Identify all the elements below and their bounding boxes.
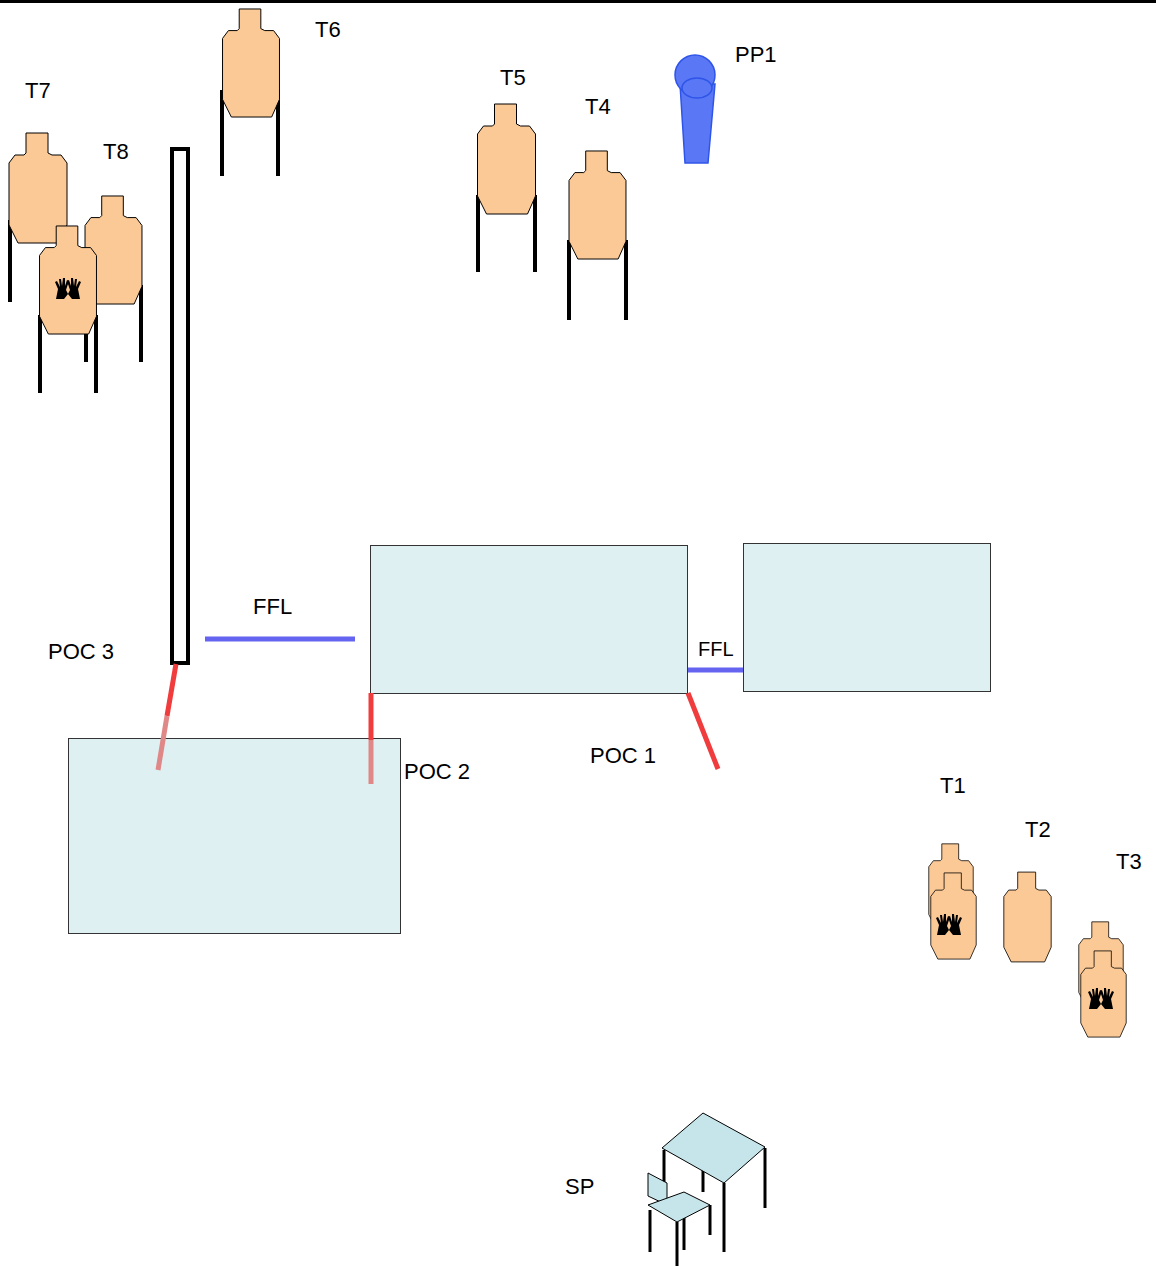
- stage-label: POC 2: [404, 759, 470, 785]
- stage-label: T1: [940, 773, 966, 799]
- start-position-chair: [648, 1173, 710, 1266]
- barricade-box: [371, 546, 688, 694]
- stage-label: FFL: [253, 594, 292, 620]
- point-of-contact-line: [688, 693, 718, 769]
- no-shoot-target: [931, 873, 976, 959]
- shoot-target: [569, 151, 626, 320]
- stage-label: T5: [500, 65, 526, 91]
- point-of-contact-line: [371, 693, 372, 784]
- top-border: [0, 0, 1156, 3]
- barricade-box: [744, 544, 991, 692]
- stage-label: T7: [25, 78, 51, 104]
- stage-label: FFL: [698, 636, 734, 662]
- stage-label: T3: [1116, 849, 1142, 875]
- no-shoot-target: [40, 226, 97, 393]
- stage-label: POC 3: [48, 639, 114, 665]
- shoot-target: [222, 9, 279, 176]
- stage-label: T8: [103, 139, 129, 165]
- wall: [172, 149, 188, 663]
- stage-label: T6: [315, 17, 341, 43]
- popper-target: [675, 55, 715, 163]
- stage-label: T4: [585, 94, 611, 120]
- shoot-target: [478, 104, 536, 272]
- no-shoot-target: [1081, 951, 1126, 1037]
- point-of-contact-line: [158, 664, 176, 770]
- fault-line: [205, 637, 355, 642]
- barricade-box: [69, 739, 401, 934]
- stage-label: T2: [1025, 817, 1051, 843]
- stage-label: PP1: [735, 42, 777, 68]
- stage-label: POC 1: [590, 743, 656, 769]
- fault-line: [688, 668, 743, 673]
- shoot-target: [1004, 872, 1051, 962]
- start-position-label: SP: [565, 1174, 594, 1200]
